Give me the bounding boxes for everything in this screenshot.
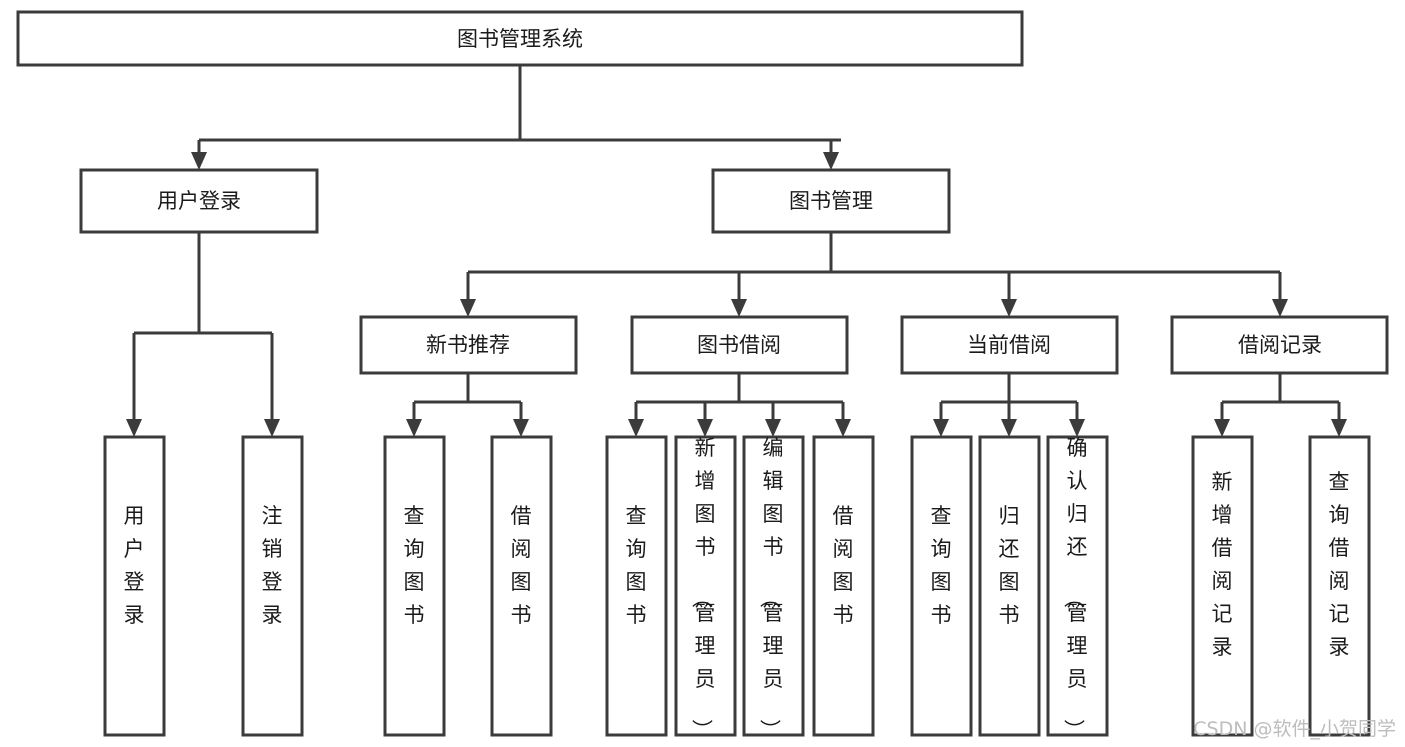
node-book-management-label: 图书管理 (789, 189, 873, 213)
connector-group-record-to-leaves (1214, 373, 1347, 437)
node-book-management-box[interactable] (711, 168, 951, 234)
connector-group-bookmgmt-to-l2 (460, 232, 1288, 317)
leaf-label: 查询图书 (626, 504, 647, 627)
leaf-label: 新增借阅记录 (1212, 470, 1233, 659)
node-current-borrow[interactable]: 当前借阅 (900, 315, 1119, 375)
node-current-borrow-box[interactable] (900, 315, 1119, 375)
arrowhead-icon (1001, 419, 1017, 437)
leaf-box[interactable] (605, 435, 668, 737)
node-borrow-record-label: 借阅记录 (1238, 333, 1322, 357)
leaf-label: 新增图书（管理员） (690, 436, 716, 740)
arrowhead-icon (1272, 299, 1288, 317)
node-root-label: 图书管理系统 (457, 27, 583, 51)
leaf-node[interactable]: 查询图书 (383, 435, 446, 737)
node-root-box[interactable] (16, 10, 1024, 67)
connector-group-root-to-l1 (191, 65, 841, 170)
leaf-label: 用户登录 (124, 504, 145, 627)
leaf-label: 借阅图书 (511, 504, 532, 627)
arrowhead-icon (126, 419, 142, 437)
arrowhead-icon (264, 419, 280, 437)
leaf-node[interactable]: 新增图书（管理员） (674, 435, 737, 740)
node-book-borrow-box[interactable] (630, 315, 849, 375)
arrowhead-icon (835, 419, 851, 437)
connector-group-userlogin-to-leaves (126, 232, 280, 437)
node-user-login[interactable]: 用户登录 (79, 168, 319, 234)
leaf-node[interactable]: 注销登录 (241, 435, 304, 737)
leaf-label: 查询图书 (404, 504, 425, 627)
node-user-login-box[interactable] (79, 168, 319, 234)
arrowhead-icon (1214, 419, 1230, 437)
node-borrow-record[interactable]: 借阅记录 (1170, 315, 1389, 375)
node-borrow-record-box[interactable] (1170, 315, 1389, 375)
leaf-box[interactable] (978, 435, 1041, 737)
leaf-label: 借阅图书 (833, 504, 854, 627)
leaf-box[interactable] (742, 435, 805, 737)
node-book-management[interactable]: 图书管理 (711, 168, 951, 234)
leaf-label: 编辑图书（管理员） (758, 436, 784, 740)
leaf-box[interactable] (1308, 435, 1371, 737)
arrowhead-icon (1331, 419, 1347, 437)
leaf-box[interactable] (1191, 435, 1254, 737)
node-book-borrow[interactable]: 图书借阅 (630, 315, 849, 375)
watermark-label: CSDN @软件_小贺同学 (1193, 718, 1396, 740)
arrowhead-icon (460, 299, 476, 317)
arrowhead-icon (823, 152, 839, 170)
leaf-box[interactable] (490, 435, 553, 737)
leaf-label: 注销登录 (262, 504, 283, 627)
leaf-box[interactable] (812, 435, 875, 737)
leaf-node[interactable]: 用户登录 (103, 435, 166, 737)
leaf-node[interactable]: 编辑图书（管理员） (742, 435, 805, 740)
arrowhead-icon (406, 419, 422, 437)
leaf-node[interactable]: 借阅图书 (490, 435, 553, 737)
node-new-book-recommend-box[interactable] (359, 315, 578, 375)
leaf-label: 确认归还（管理员） (1062, 436, 1088, 740)
arrowhead-icon (628, 419, 644, 437)
node-book-borrow-label: 图书借阅 (697, 333, 781, 357)
leaf-node[interactable]: 查询图书 (910, 435, 973, 737)
leaf-label: 查询借阅记录 (1329, 470, 1350, 659)
leaf-node[interactable]: 归还图书 (978, 435, 1041, 737)
arrowhead-icon (731, 299, 747, 317)
connector-group-borrow-to-leaves (628, 373, 851, 437)
leaf-box[interactable] (103, 435, 166, 737)
leaf-label: 归还图书 (999, 504, 1020, 627)
node-current-borrow-label: 当前借阅 (967, 333, 1051, 357)
leaf-node[interactable]: 确认归还（管理员） (1046, 435, 1109, 740)
leaf-node[interactable]: 借阅图书 (812, 435, 875, 737)
arrowhead-icon (513, 419, 529, 437)
leaf-node[interactable]: 查询图书 (605, 435, 668, 737)
leaf-box[interactable] (910, 435, 973, 737)
node-new-book-recommend[interactable]: 新书推荐 (359, 315, 578, 375)
arrowhead-icon (697, 419, 713, 437)
node-user-login-label: 用户登录 (157, 189, 241, 213)
leaf-box[interactable] (383, 435, 446, 737)
arrowhead-icon (191, 152, 207, 170)
node-new-book-recommend-label: 新书推荐 (426, 333, 510, 357)
leaf-node[interactable]: 查询借阅记录 (1308, 435, 1371, 737)
leaf-node[interactable]: 新增借阅记录 (1191, 435, 1254, 737)
connector-group-newbook-to-leaves (406, 373, 529, 437)
arrowhead-icon (1069, 419, 1085, 437)
node-root[interactable]: 图书管理系统 (16, 10, 1024, 67)
leaf-box[interactable] (241, 435, 304, 737)
arrowhead-icon (765, 419, 781, 437)
leaf-box[interactable] (1046, 435, 1109, 737)
connector-group-current-to-leaves (933, 373, 1085, 437)
arrowhead-icon (933, 419, 949, 437)
arrowhead-icon (1001, 299, 1017, 317)
leaf-box[interactable] (674, 435, 737, 737)
leaf-label: 查询图书 (931, 504, 952, 627)
